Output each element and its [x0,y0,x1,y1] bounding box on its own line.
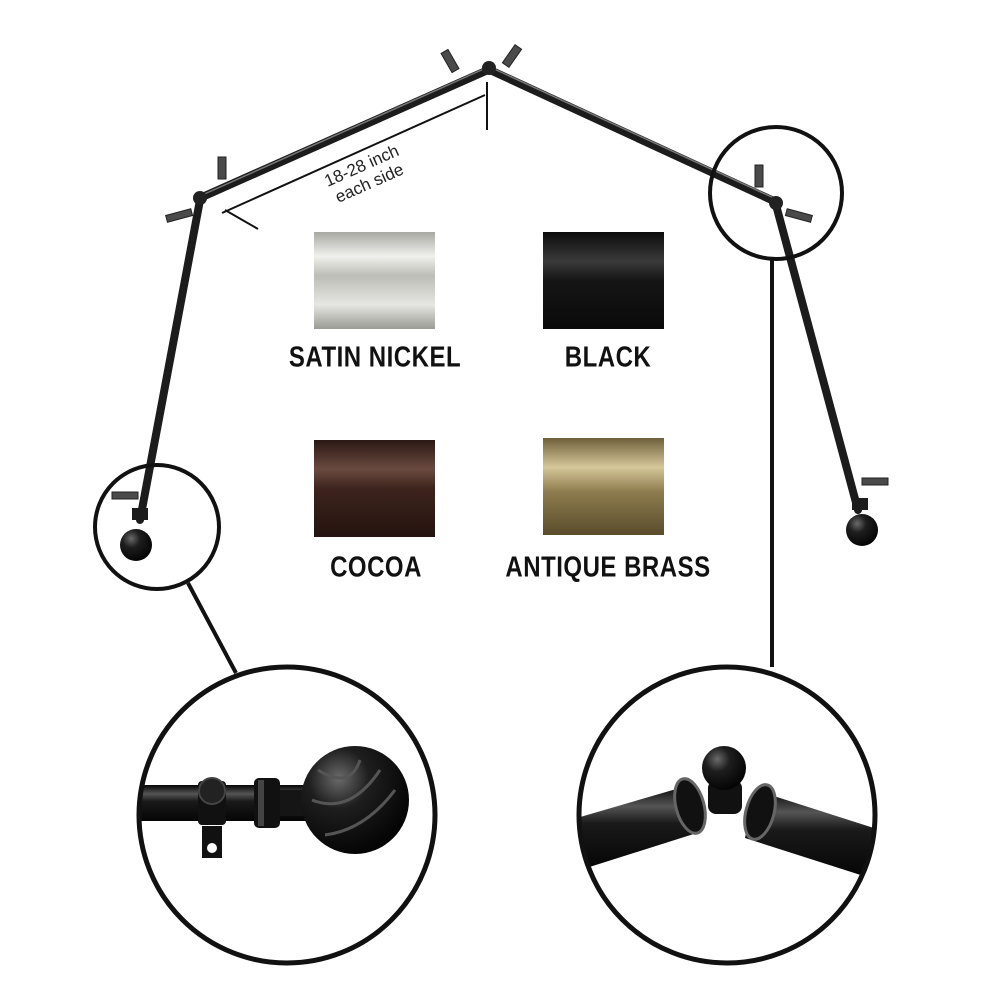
zoom-circle-joint [708,125,844,261]
zoom-indicators [93,125,844,674]
finish-label-cocoa: COCOA [330,551,422,584]
finish-label-black: BLACK [564,341,652,374]
detail-finial [139,746,409,858]
detail-joint [579,746,875,878]
swatch-antique-brass [543,438,664,535]
zoom-circle-finial [93,463,221,591]
swatch-black [543,232,664,329]
finish-swatches [314,232,664,537]
finish-label-satin-nickel: SATIN NICKEL [288,341,462,374]
swatch-cocoa [314,440,435,537]
swatch-satin-nickel [314,232,435,329]
connector-left [186,582,238,674]
finish-label-antique-brass: ANTIQUE BRASS [505,551,711,584]
